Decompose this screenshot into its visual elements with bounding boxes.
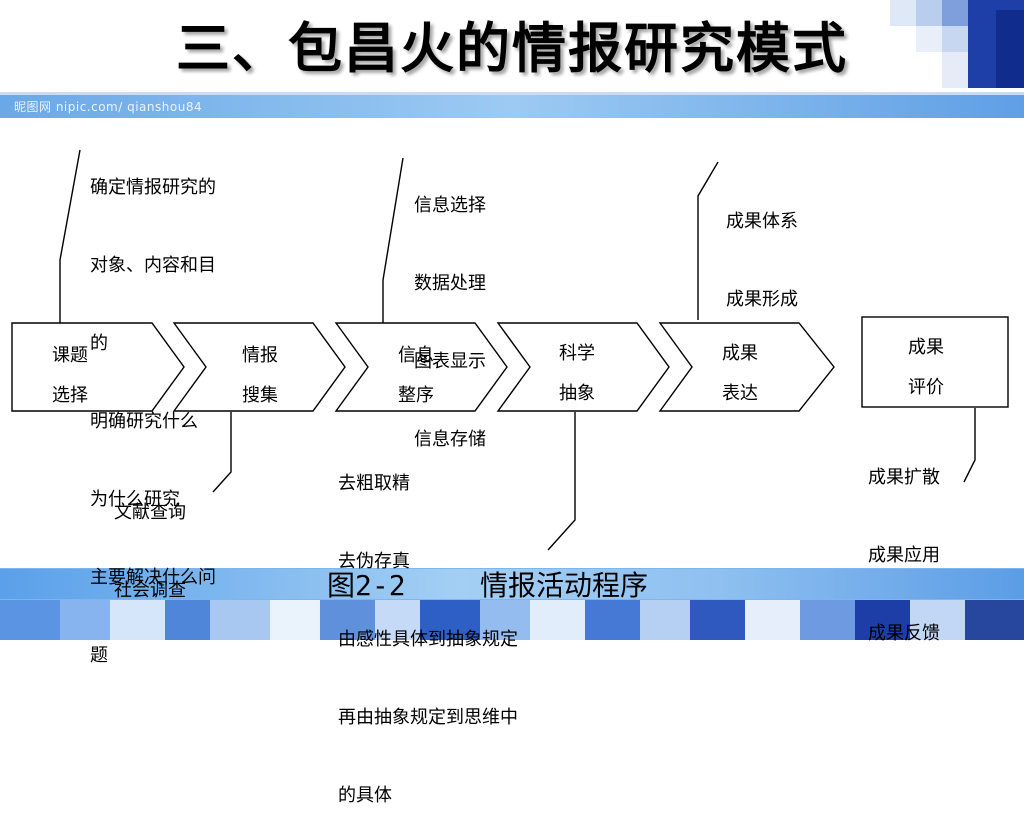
note-line: 的	[90, 333, 108, 354]
step-collection-line1: 情报	[242, 345, 278, 366]
note-line: 成果体系	[726, 211, 798, 232]
note-line: 成果扩散	[868, 467, 940, 488]
note-result-expression: 成果体系 成果形成	[726, 157, 798, 339]
note-line: 去粗取精	[338, 473, 410, 494]
step-abstraction-line2: 抽象	[559, 383, 595, 404]
note-line: 成果形成	[726, 289, 798, 310]
note-line: 题	[90, 645, 108, 666]
callout-line-expression	[697, 161, 719, 320]
callout-line-topic	[59, 149, 81, 323]
step-evaluation-line1: 成果	[908, 337, 944, 358]
step-topic-line1: 课题	[52, 345, 88, 366]
top-gradient-strip	[0, 92, 1024, 118]
note-line: 的具体	[338, 785, 392, 806]
step-arrow-expression	[658, 322, 835, 412]
note-collection: 文献查询 社会调查	[114, 448, 186, 630]
note-topic-selection: 确定情报研究的 对象、内容和目 的 明确研究什么 为什么研究 主要解决什么问 题	[90, 123, 216, 695]
note-line: 数据处理	[414, 273, 486, 294]
step-arrow-collection	[172, 322, 346, 412]
figure-caption: 情报活动程序	[480, 569, 649, 602]
step-ordering-line2: 整序	[398, 385, 434, 406]
process-diagram	[11, 149, 1009, 551]
note-line: 为什么研究	[90, 489, 180, 510]
decorative-blocks	[850, 0, 1024, 88]
step-expression-line1: 成果	[722, 343, 758, 364]
step-collection-line2: 搜集	[242, 385, 278, 406]
step-ordering-line1: 信息	[398, 345, 434, 366]
note-line: 成果应用	[868, 545, 940, 566]
note-line: 图表显示	[414, 351, 486, 372]
note-line: 由感性具体到抽象规定	[338, 629, 518, 650]
page-title: 三、包昌火的情报研究模式	[176, 16, 848, 80]
note-line: 信息存储	[414, 429, 486, 450]
note-line: 确定情报研究的	[90, 177, 216, 198]
step-evaluation-line2: 评价	[908, 377, 944, 398]
step-abstraction-line1: 科学	[559, 343, 595, 364]
note-evaluation: 成果扩散 成果应用 成果反馈	[868, 413, 940, 673]
note-line: 文献查询	[114, 502, 186, 523]
step-arrow-info-ordering	[334, 322, 508, 412]
callout-line-ordering	[382, 157, 404, 323]
step-expression-line2: 表达	[722, 383, 758, 404]
step-arrow-topic-selection	[11, 322, 185, 412]
figure-number: 图2-2	[327, 569, 406, 602]
note-line: 社会调查	[114, 580, 186, 601]
step-arrow-abstraction	[496, 322, 670, 412]
step-box-evaluation	[861, 316, 1009, 408]
note-line: 成果反馈	[868, 623, 940, 644]
watermark: 昵图网 nipic.com/ qianshou84	[14, 100, 203, 114]
step-topic-line2: 选择	[52, 385, 88, 406]
callout-line-abstraction	[547, 412, 576, 551]
note-line: 明确研究什么	[90, 411, 198, 432]
note-line: 主要解决什么问	[90, 567, 216, 588]
callout-line-collection	[212, 412, 232, 493]
note-info-ordering: 信息选择 数据处理 图表显示 信息存储	[414, 141, 486, 479]
note-line: 对象、内容和目	[90, 255, 216, 276]
note-line: 信息选择	[414, 195, 486, 216]
note-abstraction: 去粗取精 去伪存真 由感性具体到抽象规定 再由抽象规定到思维中 的具体	[338, 419, 518, 835]
caption-band	[0, 569, 1024, 599]
note-line: 再由抽象规定到思维中	[338, 707, 518, 728]
callout-line-evaluation	[963, 408, 976, 483]
note-line: 去伪存真	[338, 551, 410, 572]
